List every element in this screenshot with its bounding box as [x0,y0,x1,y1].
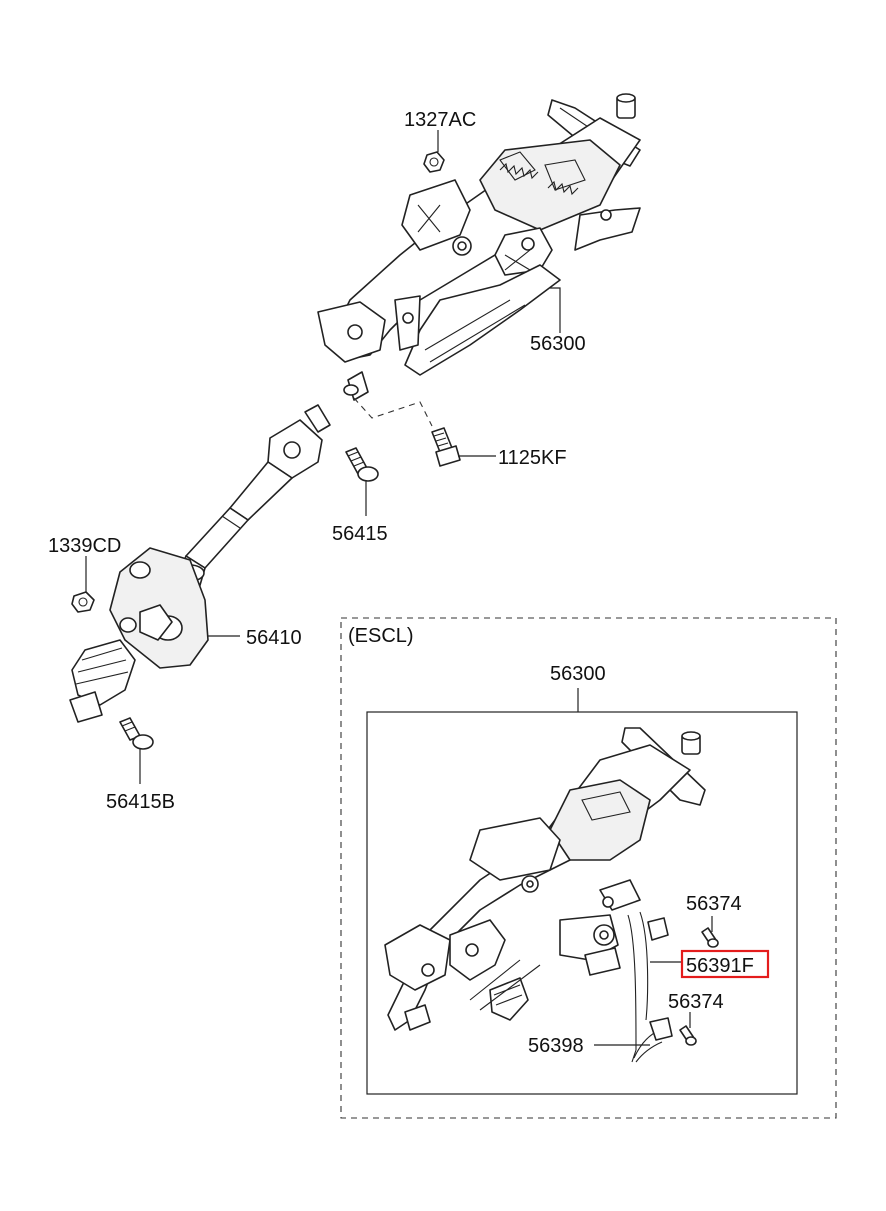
escl-dashed-region [340,617,837,1119]
part-label-56391F[interactable]: 56391F [686,955,754,977]
leader-lines-upper [85,130,561,784]
nut-1339CD-drawing [71,591,95,613]
part-label-56300-escl[interactable]: 56300 [550,663,606,685]
intermediate-shaft-drawing [174,404,331,593]
part-label-56300-upper[interactable]: 56300 [530,333,586,355]
escl-section-label: (ESCL) [348,625,414,647]
nut-1327AC-drawing [423,151,445,173]
bolt-56415B-drawing [119,717,154,750]
escl-assembly-frame [366,711,798,1095]
part-label-56415[interactable]: 56415 [332,523,388,545]
escl-column-drawing [384,727,706,1031]
steering-column-upper-drawing [317,93,641,401]
dust-cover-56410-drawing [69,547,209,723]
bolt-56415-drawing [345,447,379,482]
wire-harness-56391F-drawing [627,911,669,1063]
part-label-1339CD[interactable]: 1339CD [48,535,121,557]
screw-56374-b-drawing [679,1025,697,1046]
part-label-56374-upper[interactable]: 56374 [686,893,742,915]
part-highlight-box [680,949,770,979]
part-label-56415B[interactable]: 56415B [106,791,175,813]
part-label-56398[interactable]: 56398 [528,1035,584,1057]
part-label-56410[interactable]: 56410 [246,627,302,649]
connector-56398-drawing [633,1017,673,1063]
bolt-1125KF-drawing [431,427,461,467]
part-label-1327AC[interactable]: 1327AC [404,109,476,131]
part-label-56374-lower[interactable]: 56374 [668,991,724,1013]
screw-56374-a-drawing [701,927,719,948]
part-label-1125KF[interactable]: 1125KF [498,447,567,469]
leader-lines-escl [594,916,713,1046]
